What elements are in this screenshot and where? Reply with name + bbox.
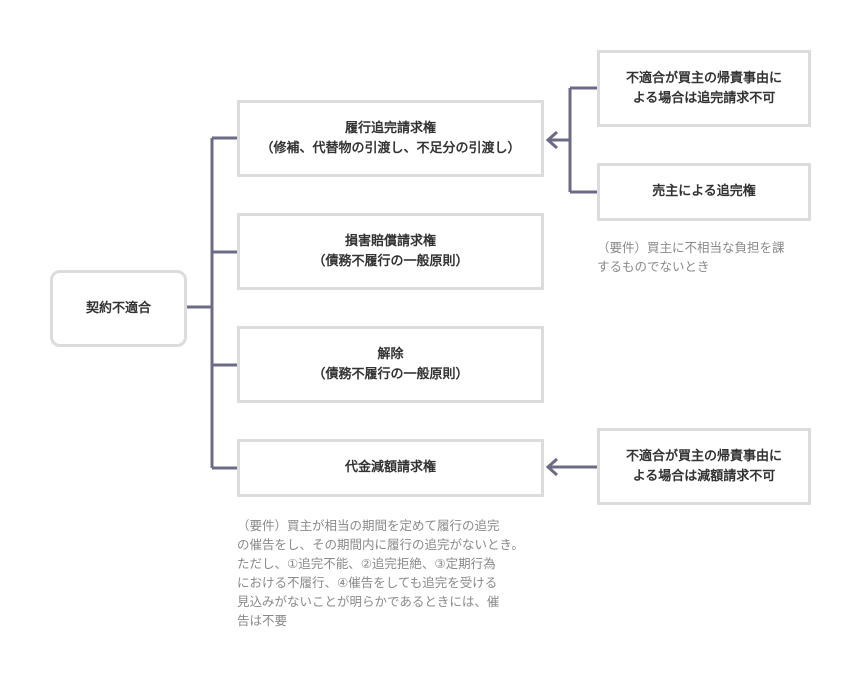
note-line: （要件）買主に不相当な負担を課	[597, 240, 785, 255]
remedy-subtitle: （修補、代替物の引渡し、不足分の引渡し）	[260, 140, 521, 156]
root-box-contract-nonconformity: 契約不適合	[50, 270, 187, 347]
remedy-box-price-reduction: 代金減額請求権	[237, 439, 544, 497]
note-line: するものでないとき	[597, 259, 710, 274]
root-label: 契約不適合	[85, 300, 151, 316]
remedy-subtitle: （債務不履行の一般原則）	[312, 366, 469, 382]
box-line: 売主による追完権	[652, 184, 756, 199]
note-line: （要件）買主が相当の期間を定めて履行の追完	[237, 518, 500, 533]
note-seller-repair-condition: （要件）買主に不相当な負担を課 するものでないとき	[597, 238, 785, 276]
arrowhead-bottom	[545, 457, 558, 477]
box-line: 不適合が買主の帰責事由に	[625, 448, 782, 464]
remedy-title: 履行追完請求権	[344, 120, 436, 136]
note-line: における不履行、④催告をしても追完を受ける	[237, 575, 498, 590]
box-seller-repair-right: 売主による追完権	[597, 163, 811, 221]
note-reduction-condition: （要件）買主が相当の期間を定めて履行の追完 の催告をし、その期間内に履行の追完が…	[237, 516, 524, 630]
note-line: ただし、①追完不能、②追完拒絶、③定期行為	[237, 556, 496, 571]
remedy-title: 解除	[377, 346, 404, 362]
remedy-subtitle: （債務不履行の一般原則）	[312, 253, 469, 269]
remedy-title: 代金減額請求権	[344, 460, 436, 475]
note-line: の催告をし、その期間内に履行の追完がないとき。	[237, 537, 524, 552]
box-reduction-exception: 不適合が買主の帰責事由に よる場合は減額請求不可	[597, 428, 811, 505]
box-line: 不適合が買主の帰責事由に	[625, 70, 782, 86]
remedy-box-damages: 損害賠償請求権 （債務不履行の一般原則）	[237, 213, 544, 290]
note-line: 告は不要	[237, 613, 288, 628]
remedy-box-termination: 解除 （債務不履行の一般原則）	[237, 326, 544, 403]
remedy-title: 損害賠償請求権	[344, 233, 436, 249]
note-line: 見込みがないことが明らかであるときには、催	[237, 594, 500, 609]
arrowhead-top	[545, 130, 558, 150]
remedy-box-repair-claim: 履行追完請求権 （修補、代替物の引渡し、不足分の引渡し）	[237, 100, 544, 177]
box-line: よる場合は追完請求不可	[632, 90, 776, 106]
box-repair-exception: 不適合が買主の帰責事由に よる場合は追完請求不可	[597, 50, 811, 127]
box-line: よる場合は減額請求不可	[632, 468, 776, 484]
